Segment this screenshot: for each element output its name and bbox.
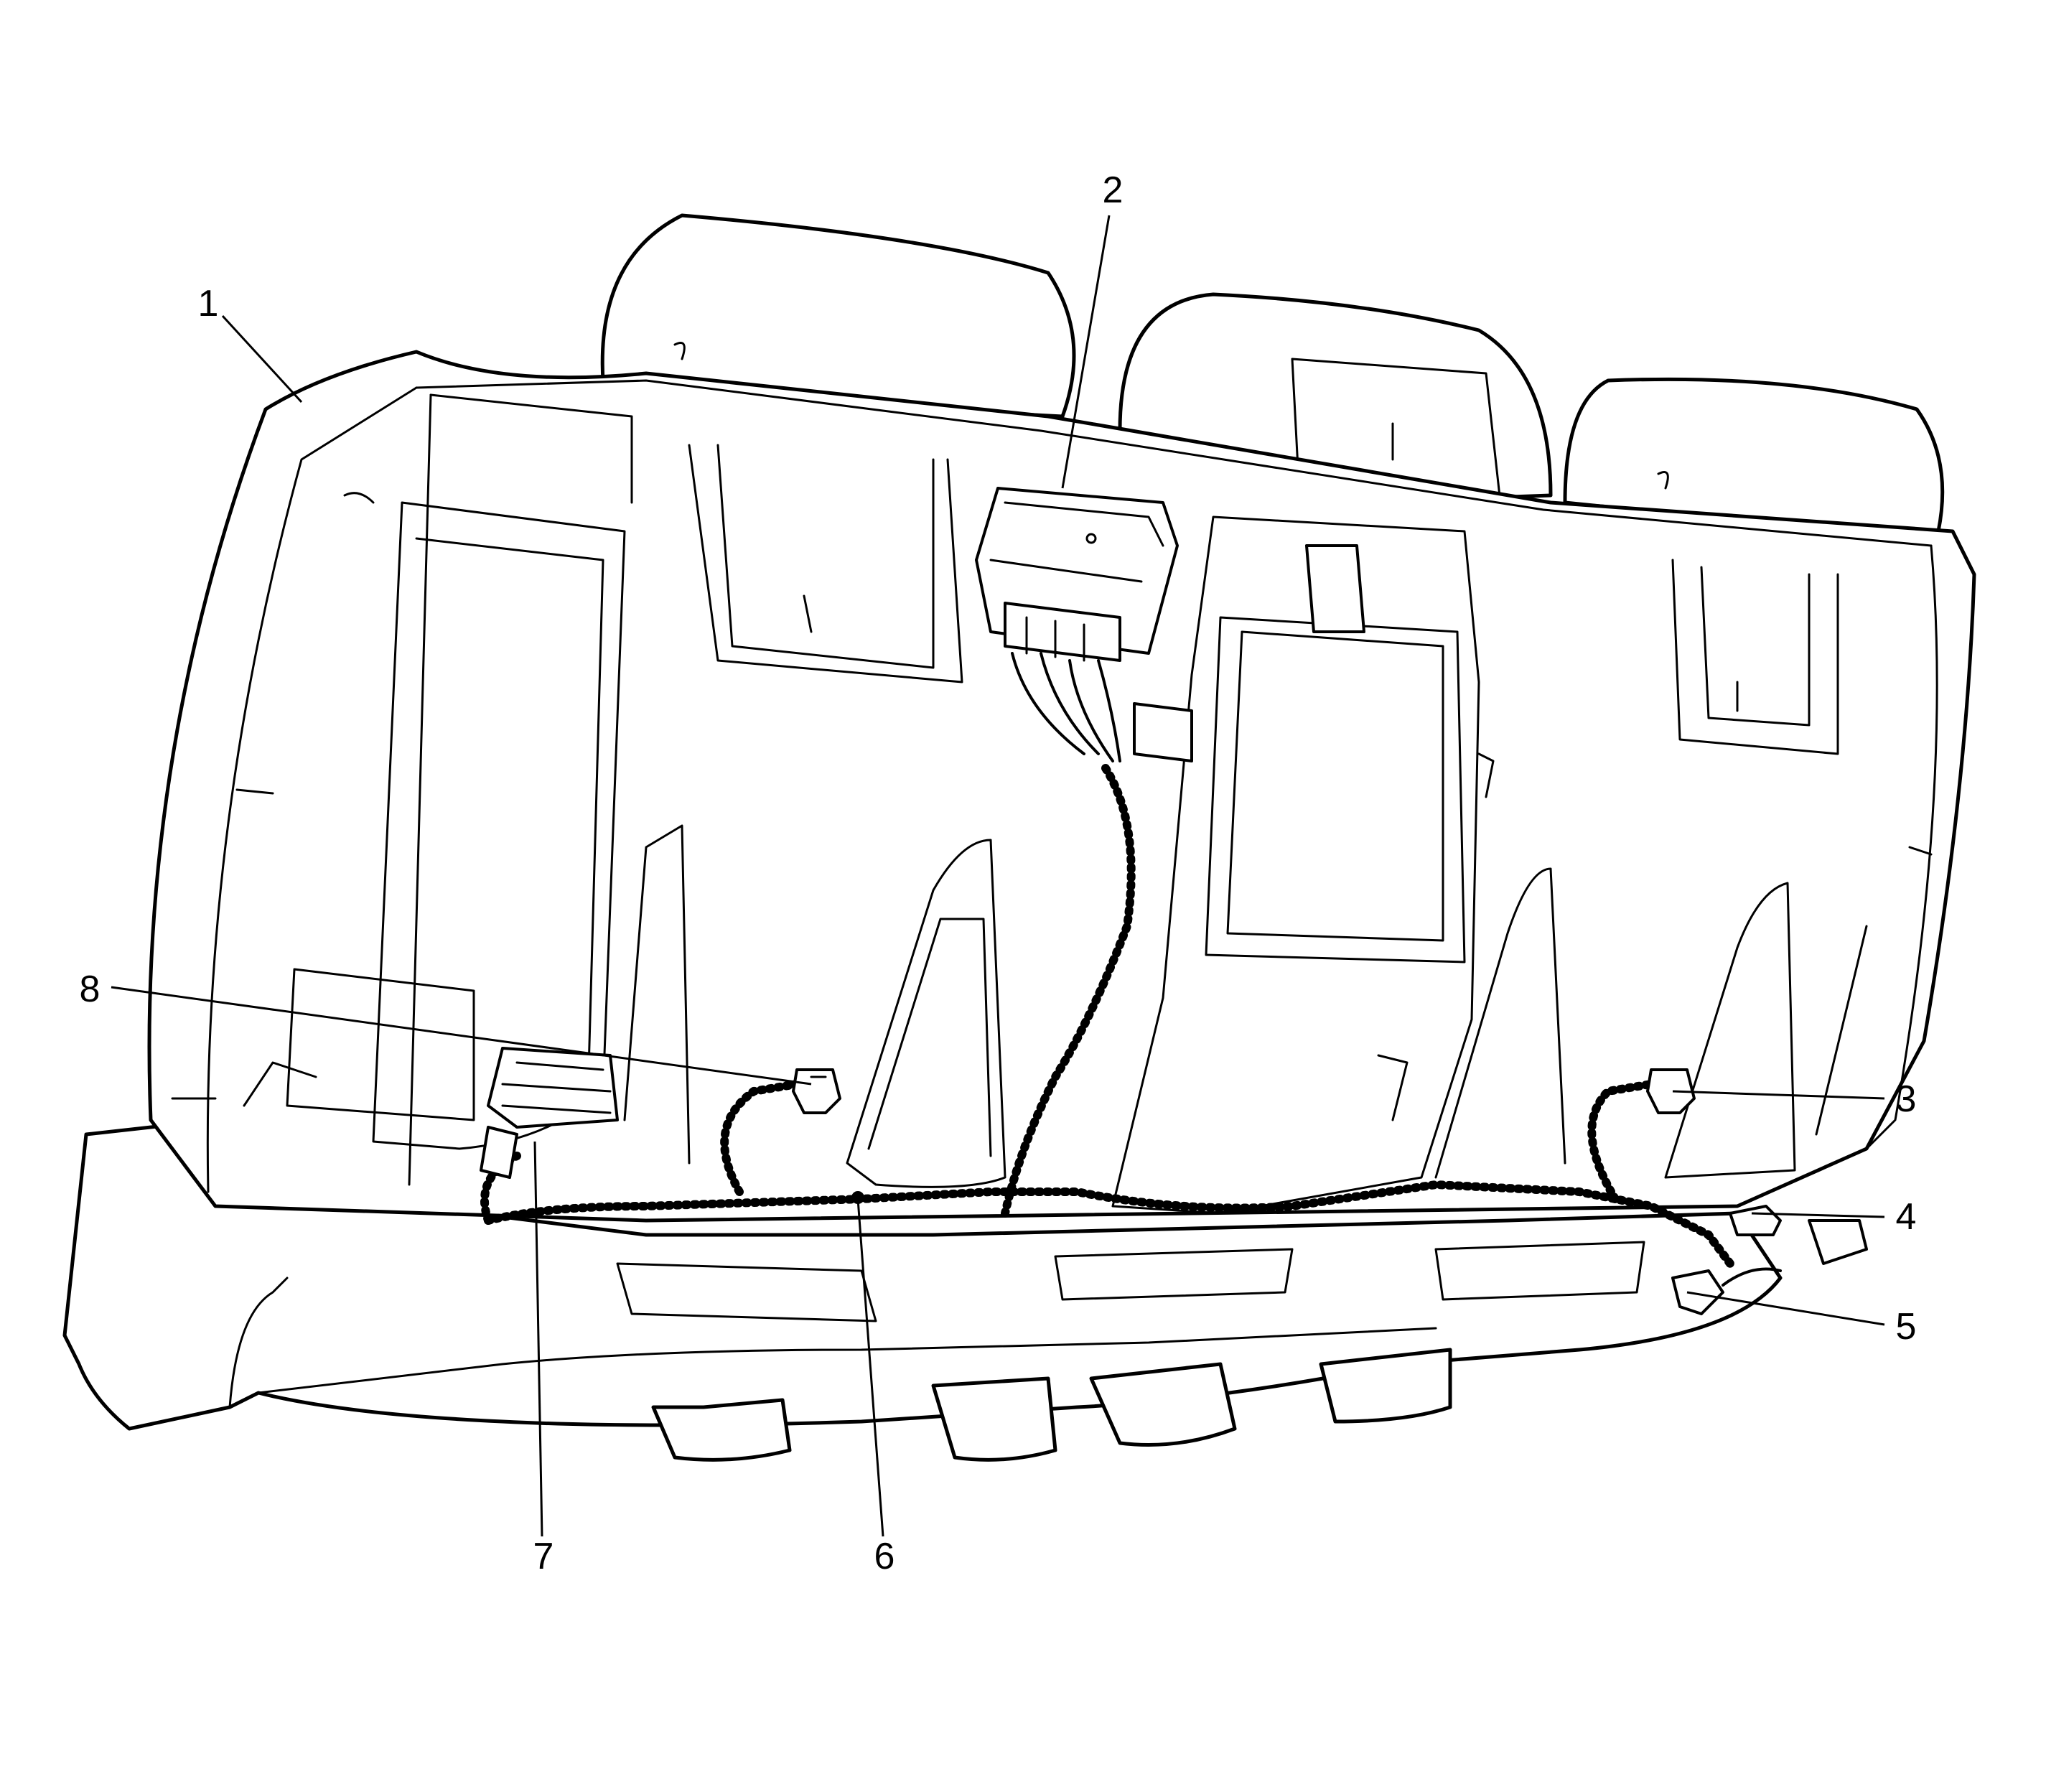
callout-1: 1 <box>198 283 219 325</box>
callout-leaders <box>111 215 1885 1537</box>
callout-labels: 1 2 3 4 5 6 7 8 <box>80 169 1917 1577</box>
callout-2: 2 <box>1103 169 1124 211</box>
module-7 <box>480 1047 619 1179</box>
headrest-left <box>600 213 1076 419</box>
connector-8 <box>792 1068 841 1114</box>
callout-6: 6 <box>874 1536 895 1577</box>
callout-3: 3 <box>1896 1078 1917 1120</box>
center-bracket <box>1305 544 1365 633</box>
callout-8: 8 <box>80 969 101 1010</box>
callout-5: 5 <box>1896 1306 1917 1348</box>
connector-5 <box>1671 1267 1782 1315</box>
seat-cushion-base <box>62 1118 1783 1462</box>
seatback-center-panel <box>1111 515 1495 1215</box>
headrest-right <box>1563 377 1945 533</box>
seatback-center-section <box>623 444 1006 1188</box>
seatback-right-section <box>1434 559 1933 1179</box>
callout-4: 4 <box>1896 1196 1917 1238</box>
electronic-module <box>975 487 1179 662</box>
connector-3 <box>1646 1068 1696 1114</box>
callout-7: 7 <box>533 1536 554 1577</box>
module-wires <box>1001 652 1193 1218</box>
